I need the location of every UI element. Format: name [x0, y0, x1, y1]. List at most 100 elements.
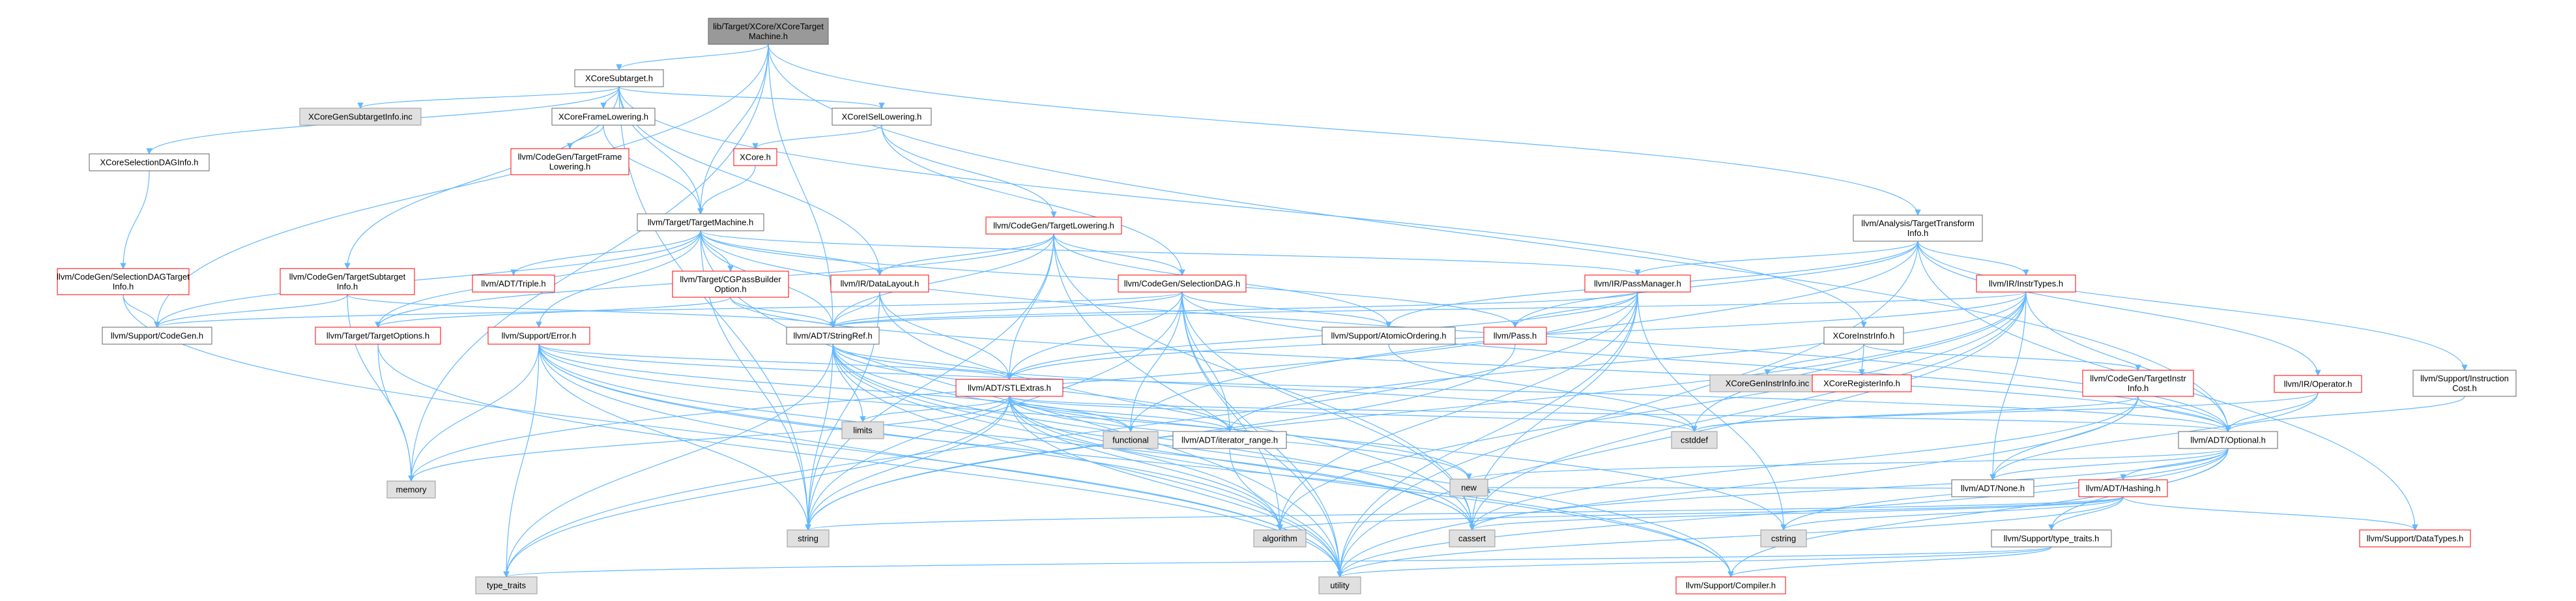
node-box: [299, 108, 422, 126]
node-box: [487, 327, 590, 345]
dependency-edge: [1466, 448, 2229, 480]
node-box: [637, 213, 764, 231]
dependency-edge: [538, 344, 1475, 531]
dependency-edge: [1226, 291, 2027, 432]
dependency-edge: [1764, 344, 1864, 375]
dependency-edge: [1009, 396, 1134, 432]
node-adt-stl-extras[interactable]: llvm/ADT/STLExtras.h: [955, 379, 1064, 397]
node-type-traits: type_traits: [475, 576, 538, 594]
node-support-codegen[interactable]: llvm/Support/CodeGen.h: [102, 327, 212, 345]
node-ir-pass-manager[interactable]: llvm/IR/PassManager.h: [1584, 274, 1691, 293]
dependency-edge: [1512, 291, 1638, 328]
node-adt-hashing[interactable]: llvm/ADT/Hashing.h: [2078, 479, 2168, 497]
node-xcore-subtarget[interactable]: XCoreSubtarget.h: [574, 69, 664, 87]
node-target-machine[interactable]: llvm/Target/TargetMachine.h: [637, 213, 764, 231]
node-label: llvm/Target/TargetOptions.h: [326, 331, 429, 341]
node-xcore-isel-lowering[interactable]: XCoreISelLowering.h: [832, 108, 932, 126]
node-ir-instr-types[interactable]: llvm/IR/InstrTypes.h: [1976, 274, 2076, 293]
node-label: lib/Target/XCore/XCoreTarget: [713, 22, 824, 31]
dependency-edge: [1277, 496, 2124, 531]
node-label: string: [798, 534, 818, 544]
node-box: [1483, 327, 1547, 345]
node-box: [1118, 274, 1247, 293]
node-support-error[interactable]: llvm/Support/Error.h: [487, 327, 590, 345]
node-box: [1823, 327, 1904, 345]
node-cg-selection-dag[interactable]: llvm/CodeGen/SelectionDAG.h: [1118, 274, 1247, 293]
node-pass-h[interactable]: llvm/Pass.h: [1483, 327, 1547, 345]
dependency-edge: [1277, 291, 1638, 531]
node-xcore-instr-info[interactable]: XCoreInstrInfo.h: [1823, 327, 1904, 345]
dependency-edge: [1728, 546, 2052, 578]
node-adt-optional[interactable]: llvm/ADT/Optional.h: [2178, 431, 2278, 449]
node-ir-operator[interactable]: llvm/IR/Operator.h: [2274, 375, 2362, 393]
node-xcore-h[interactable]: XCore.h: [733, 148, 777, 166]
node-box: [1322, 327, 1456, 345]
node-support-atomic-ordering[interactable]: llvm/Support/AtomicOrdering.h: [1322, 327, 1456, 345]
node-label: Info.h: [1907, 228, 1929, 238]
dependency-edge: [1337, 448, 2229, 578]
dependency-edge: [2225, 396, 2465, 432]
dependency-edge: [697, 44, 769, 214]
node-layer: lib/Target/XCore/XCoreTargetMachine.hXCo…: [57, 18, 2517, 594]
node-support-compiler[interactable]: llvm/Support/Compiler.h: [1675, 576, 1786, 594]
node-label: XCoreRegisterInfo.h: [1823, 379, 1900, 388]
dependency-edge: [752, 125, 882, 149]
node-target-target-options[interactable]: llvm/Target/TargetOptions.h: [315, 327, 441, 345]
dependency-edge: [830, 291, 2027, 328]
node-xcore-frame-lowering[interactable]: XCoreFrameLowering.h: [551, 108, 656, 126]
dependency-edge: [408, 396, 1010, 482]
node-box: [1853, 214, 1983, 242]
node-label: algorithm: [1262, 534, 1297, 544]
node-label: llvm/Analysis/TargetTransform: [1861, 218, 1975, 228]
dependency-edge: [1181, 291, 2231, 432]
node-support-datatypes[interactable]: llvm/Support/DataTypes.h: [2359, 529, 2471, 548]
dependency-edge: [1990, 392, 2319, 480]
node-label: llvm/ADT/Triple.h: [481, 279, 545, 289]
node-xcore-register-info[interactable]: XCoreRegisterInfo.h: [1812, 374, 1912, 392]
node-label: llvm/IR/InstrTypes.h: [1989, 279, 2063, 289]
node-box: [1675, 576, 1786, 594]
node-label: llvm/CodeGen/SelectionDAGTarget: [57, 272, 190, 282]
node-xcore-selection-dag-info[interactable]: XCoreSelectionDAGInfo.h: [89, 153, 210, 171]
dependency-edge: [1863, 344, 2141, 371]
dependency-edge: [1634, 241, 1918, 276]
node-label: llvm/Support/CodeGen.h: [111, 331, 203, 341]
dependency-edge: [1388, 344, 1698, 432]
node-box: [1991, 529, 2112, 548]
dependency-edge: [697, 165, 756, 214]
node-label: llvm/IR/Operator.h: [2284, 379, 2352, 389]
node-ir-datalayout[interactable]: llvm/IR/DataLayout.h: [830, 274, 929, 293]
node-box: [574, 69, 664, 87]
node-box: [57, 268, 190, 295]
dependency-edge: [1009, 396, 1734, 578]
dependency-edge: [1006, 291, 1183, 380]
dependency-edge: [805, 396, 1010, 531]
node-adt-none[interactable]: llvm/ADT/None.h: [1951, 479, 2034, 497]
node-label: llvm/CodeGen/SelectionDAG.h: [1124, 279, 1240, 289]
node-support-type-traits[interactable]: llvm/Support/type_traits.h: [1991, 529, 2112, 548]
dependency-edge: [154, 291, 1183, 328]
node-box: [985, 216, 1122, 235]
node-box: [2412, 370, 2517, 397]
node-box: [2274, 375, 2362, 393]
node-adt-iterator-range[interactable]: llvm/ADT/iterator_range.h: [1172, 431, 1287, 449]
node-label: new: [1461, 483, 1477, 493]
node-adt-triple[interactable]: llvm/ADT/Triple.h: [472, 274, 555, 293]
node-label: llvm/CodeGen/TargetLowering.h: [993, 221, 1114, 231]
dependency-edge: [700, 230, 883, 276]
node-label: llvm/ADT/Hashing.h: [2086, 484, 2161, 493]
dependency-edge: [1469, 396, 2139, 531]
node-cg-target-lowering[interactable]: llvm/CodeGen/TargetLowering.h: [985, 216, 1122, 235]
node-adt-stringref[interactable]: llvm/ADT/StringRef.h: [786, 327, 880, 345]
dependency-edge: [538, 344, 2231, 432]
node-label: XCoreISelLowering.h: [842, 112, 922, 122]
dependency-edge: [1859, 344, 1865, 375]
